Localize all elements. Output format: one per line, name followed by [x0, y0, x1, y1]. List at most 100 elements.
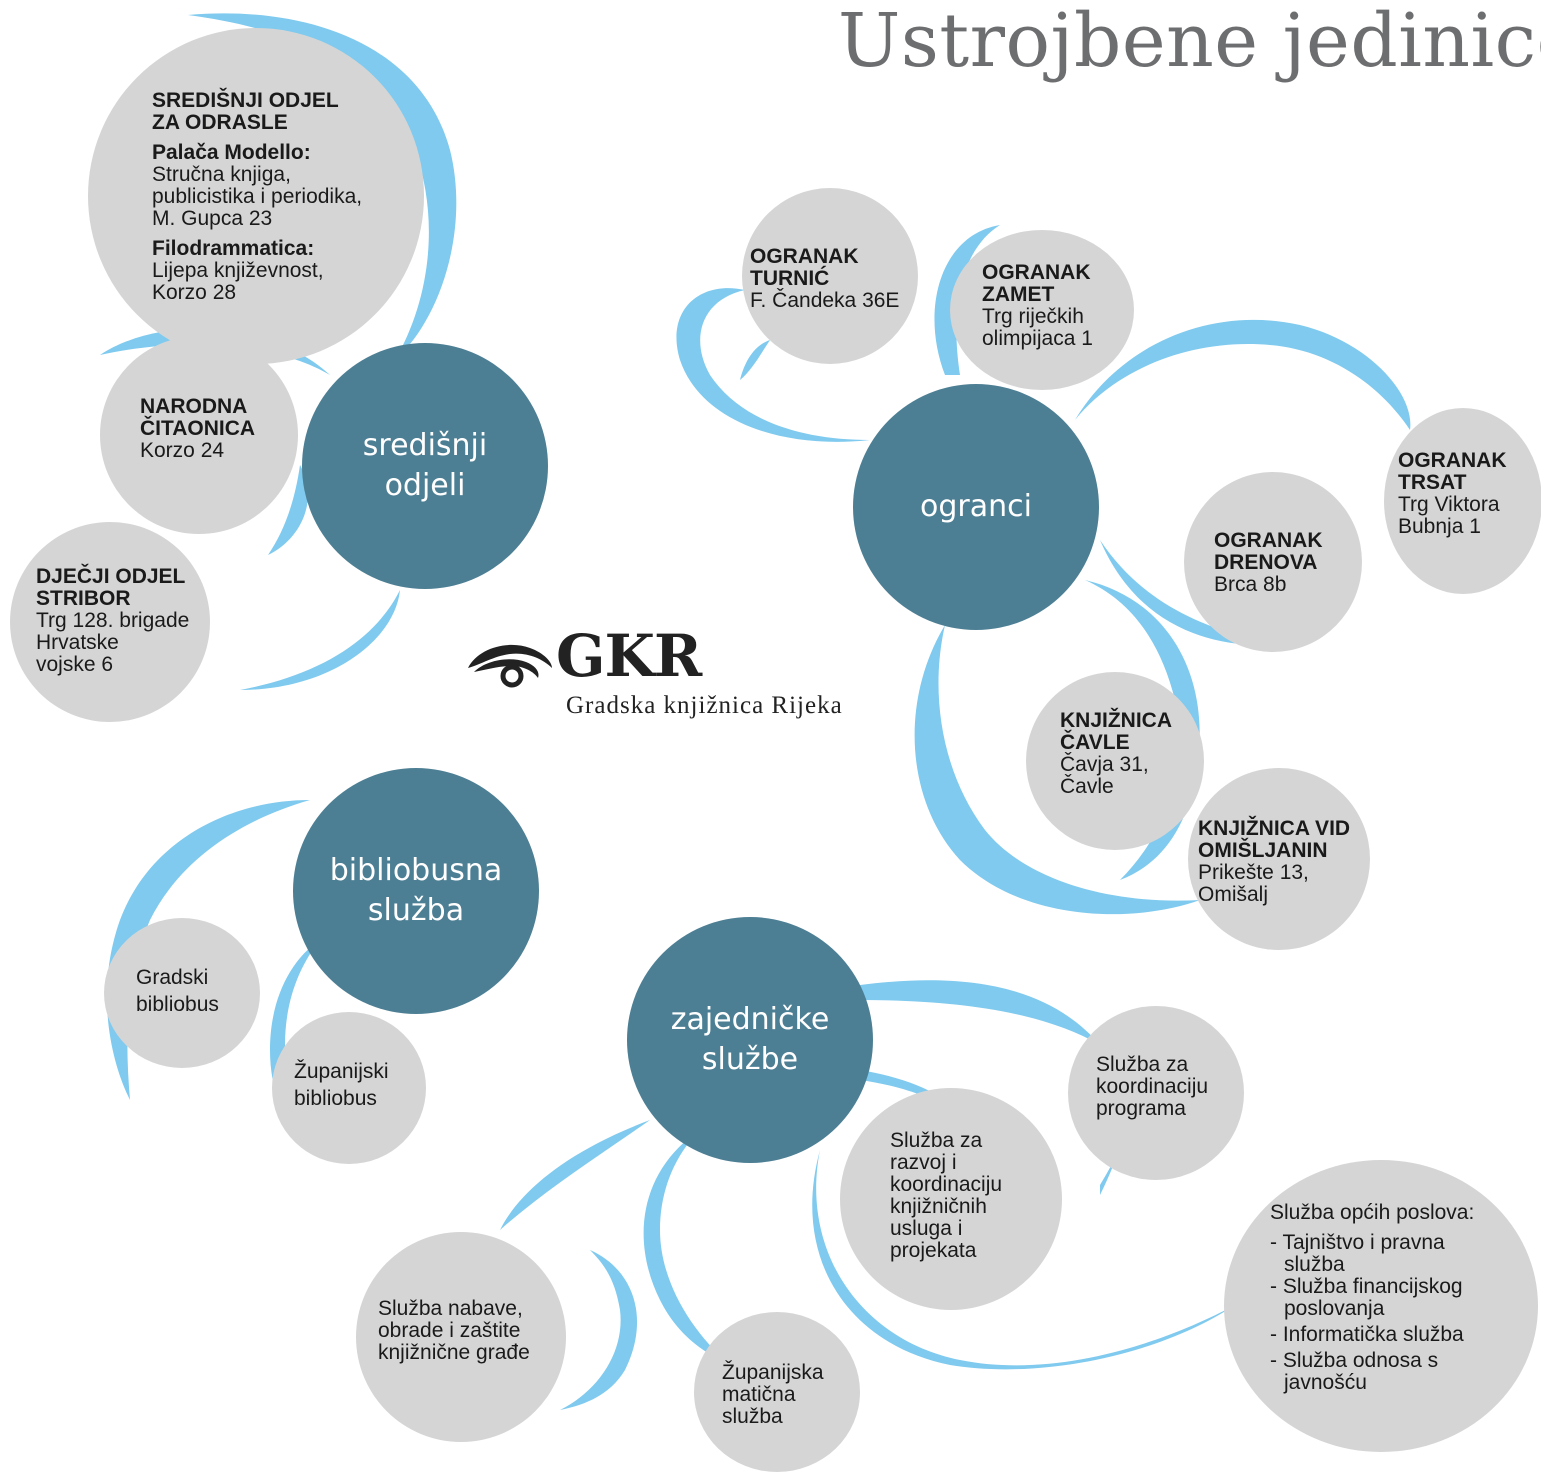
- unit-title: ZA ODRASLE: [152, 111, 288, 134]
- unit-title: ZAMET: [982, 283, 1055, 306]
- unit-label: Služba nabave,: [378, 1297, 523, 1320]
- hub-label-line: ogranci: [920, 489, 1032, 524]
- address-line: Omišalj: [1198, 883, 1269, 906]
- hub-bibliobusna-sluzba: bibliobusna služba: [293, 768, 539, 1014]
- address-line: Brca 8b: [1214, 573, 1287, 596]
- address-line: olimpijaca 1: [982, 327, 1093, 350]
- unit-label: knjižnične građe: [378, 1341, 530, 1364]
- unit-title: ČITAONICA: [140, 417, 256, 440]
- razvoj-text: Služba za razvoj i koordinaciju knjižnič…: [890, 1130, 1002, 1262]
- bubble-ogranak-trsat: [1384, 408, 1541, 594]
- hub-label-line: služba: [367, 893, 465, 928]
- location-line: M. Gupca 23: [152, 207, 273, 230]
- unit-title: KNJIŽNICA: [1060, 709, 1173, 732]
- knjiznica-vid-text: KNJIŽNICA VID OMIŠLJANIN Prikešte 13, Om…: [1198, 818, 1350, 906]
- bubble-koordinacija-programa: [1068, 1006, 1244, 1180]
- bubble-sredisnji-odjel: [88, 28, 424, 364]
- unit-title: OGRANAK: [1214, 529, 1323, 552]
- unit-title: DJEČJI ODJEL: [36, 565, 186, 588]
- unit-label: razvoj i: [890, 1151, 957, 1174]
- unit-title: STRIBOR: [36, 587, 131, 610]
- bubble-djecji-odjel: [10, 522, 210, 722]
- bubble-gradski-bibliobus: [104, 918, 260, 1068]
- unit-title: OGRANAK: [982, 261, 1091, 284]
- bubble-razvoj: [840, 1088, 1062, 1310]
- unit-label: Služba za: [1096, 1053, 1189, 1076]
- list-item-cont: služba: [1284, 1253, 1345, 1276]
- unit-label: bibliobus: [136, 993, 219, 1016]
- unit-title: OMIŠLJANIN: [1198, 839, 1328, 862]
- bubble-ogranak-turnic: [742, 188, 918, 364]
- ogranak-drenova-text: OGRANAK DRENOVA Brca 8b: [1214, 530, 1323, 596]
- nabava-text: Služba nabave, obrade i zaštite knjižnič…: [378, 1298, 530, 1364]
- hub-label-line: bibliobusna: [329, 853, 503, 888]
- list-item: - Tajništvo i pravna: [1270, 1231, 1445, 1254]
- narodna-citaonica-text: NARODNA ČITAONICA Korzo 24: [140, 396, 255, 462]
- hub-label-line: zajedničke: [670, 1002, 830, 1037]
- address-line: Hrvatske: [36, 631, 119, 654]
- maticna-text: Županijska matična služba: [722, 1362, 824, 1428]
- unit-title: ČAVLE: [1060, 731, 1130, 754]
- hub-label-line: službe: [701, 1042, 799, 1077]
- bubble-nabava: [356, 1232, 566, 1442]
- list-item: - Služba odnosa s: [1270, 1349, 1439, 1372]
- gradski-bibliobus-text: Gradski bibliobus: [136, 964, 219, 1018]
- hub-sredisnji-odjeli: središnji odjeli: [302, 343, 548, 589]
- bubble-zupanijski-bibliobus: [272, 1012, 426, 1164]
- djecji-odjel-text: DJEČJI ODJEL STRIBOR Trg 128. brigade Hr…: [36, 566, 189, 676]
- unit-label: bibliobus: [294, 1087, 377, 1110]
- address-line: Čavle: [1060, 775, 1114, 798]
- list-item: - Informatička služba: [1270, 1323, 1464, 1346]
- unit-heading: Služba općih poslova:: [1270, 1201, 1475, 1224]
- bubble-ogranak-zamet: [950, 230, 1134, 390]
- unit-label: služba: [722, 1405, 783, 1428]
- unit-title: OGRANAK: [750, 245, 859, 268]
- unit-title: KNJIŽNICA VID: [1198, 817, 1351, 840]
- unit-label: Služba za: [890, 1129, 983, 1152]
- unit-label: usluga i: [890, 1217, 963, 1240]
- hub-label-line: središnji: [362, 428, 488, 463]
- unit-label: obrade i zaštite: [378, 1319, 521, 1342]
- unit-title: TRSAT: [1398, 471, 1467, 494]
- hub-label-line: odjeli: [384, 468, 466, 503]
- sredisnji-odjel-text: SREDIŠNJI ODJEL ZA ODRASLE Palača Modell…: [152, 90, 362, 304]
- unit-title: NARODNA: [140, 395, 248, 418]
- bubble-narodna-citaonica: [100, 336, 298, 534]
- opci-poslovi-text: Služba općih poslova: - Tajništvo i prav…: [1270, 1202, 1474, 1394]
- gkr-logo: GKR Gradska knjižnica Rijeka: [464, 622, 864, 730]
- unit-label: knjižničnih: [890, 1195, 987, 1218]
- list-item-cont: javnošću: [1284, 1371, 1367, 1394]
- list-item-cont: poslovanja: [1284, 1297, 1385, 1320]
- logo-name: Gradska knjižnica Rijeka: [566, 692, 843, 719]
- unit-title: SREDIŠNJI ODJEL: [152, 89, 339, 112]
- ogranak-turnic-text: OGRANAK TURNIĆ F. Čandeka 36E: [750, 246, 899, 312]
- list-item: - Služba financijskog: [1270, 1275, 1463, 1298]
- unit-label: programa: [1096, 1097, 1186, 1120]
- ogranak-trsat-text: OGRANAK TRSAT Trg Viktora Bubnja 1: [1398, 450, 1507, 538]
- unit-label: matična: [722, 1383, 796, 1406]
- koordinacija-programa-text: Služba za koordinaciju programa: [1096, 1054, 1208, 1120]
- address-line: vojske 6: [36, 653, 114, 676]
- unit-label: koordinaciju: [890, 1173, 1003, 1196]
- zupanijski-bibliobus-text: Županijski bibliobus: [294, 1058, 389, 1112]
- page-title: Ustrojbene jedinice: [838, 0, 1541, 84]
- bubble-maticna: [694, 1312, 860, 1472]
- address-line: Čavja 31,: [1060, 753, 1149, 776]
- unit-label: koordinaciju: [1096, 1075, 1209, 1098]
- spiral-eye-icon: [468, 644, 552, 688]
- unit-label: Županijski: [294, 1060, 389, 1083]
- bubble-knjiznica-vid: [1188, 768, 1370, 950]
- address-line: F. Čandeka 36E: [750, 289, 900, 312]
- location-line: publicistika i periodika,: [152, 185, 363, 208]
- location-name: Palača Modello:: [152, 141, 311, 164]
- address-line: Trg riječkih: [982, 305, 1084, 328]
- logo-acronym: GKR: [556, 622, 702, 690]
- address-line: Trg 128. brigade: [36, 609, 190, 632]
- address-line: Prikešte 13,: [1198, 861, 1309, 884]
- address-line: Trg Viktora: [1398, 493, 1500, 516]
- unit-label: Gradski: [136, 966, 209, 989]
- location-line: Lijepa književnost,: [152, 259, 324, 282]
- hub-ogranci: ogranci: [853, 384, 1099, 630]
- location-name: Filodrammatica:: [152, 237, 315, 260]
